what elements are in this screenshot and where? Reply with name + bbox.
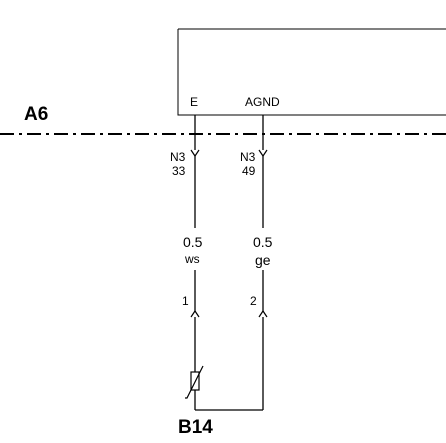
sensor-pin-2-symbol [258,309,268,318]
sensor-b14-label: B14 [178,417,213,438]
wire-right-gauge: 0.5 [253,234,273,250]
connector-n3-left-pin: 33 [172,164,186,178]
connector-n3-right-name: N3 [240,150,256,164]
sensor-variable-arrow [185,365,204,399]
pin-agnd-label: AGND [245,95,280,109]
module-a6-box [177,28,446,116]
sensor-pin-2-label: 2 [250,294,257,308]
pin-e-label: E [190,95,198,109]
sensor-pin-1-label: 1 [182,294,189,308]
connector-n3-49-symbol [258,149,268,158]
wire-right-color: ge [255,252,271,268]
sensor-pin-1-symbol [190,309,200,318]
module-a6-label: A6 [24,104,48,125]
connector-n3-right-pin: 49 [242,164,256,178]
wire-left-color: ws [184,252,200,266]
connector-n3-33-symbol [190,149,200,158]
connector-n3-left-name: N3 [170,150,186,164]
wire-left-gauge: 0.5 [183,234,203,250]
